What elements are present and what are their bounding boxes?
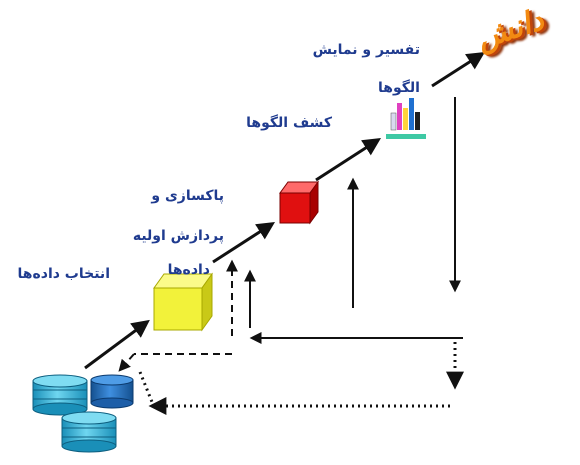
arrow-to-patterns xyxy=(212,222,276,264)
label-preprocess-line3: داده‌ها xyxy=(167,262,210,278)
label-interpret-line2: الگوها xyxy=(378,80,420,96)
bar-chart-icon xyxy=(386,98,426,139)
label-preprocess-line1: پاکسازی و xyxy=(151,188,224,204)
arrow-to-interpret xyxy=(315,138,382,182)
database-cylinder-icon xyxy=(32,374,88,416)
flow-arrows xyxy=(84,52,486,370)
dashed-diag-line xyxy=(118,353,135,372)
arrow-to-knowledge xyxy=(431,52,486,88)
label-interpret-line1: تفسیر و نمایش xyxy=(312,42,420,58)
patterns-cube-icon xyxy=(279,180,319,225)
arrow-to-preprocess xyxy=(84,319,150,370)
dotted-lines xyxy=(138,342,464,415)
label-select-data: انتخاب داده‌ها xyxy=(17,266,110,282)
preprocessed-data-cube-icon xyxy=(153,272,213,332)
dashed-lines xyxy=(118,259,238,372)
database-cylinder-icon xyxy=(61,411,117,453)
dotted-side-line xyxy=(138,371,154,403)
database-cylinder-icon xyxy=(90,374,134,409)
feedback-lines xyxy=(244,97,463,344)
label-discover-patterns: کشف الگوها xyxy=(246,115,332,131)
label-preprocess-line2: پردازش اولیه xyxy=(132,228,224,244)
